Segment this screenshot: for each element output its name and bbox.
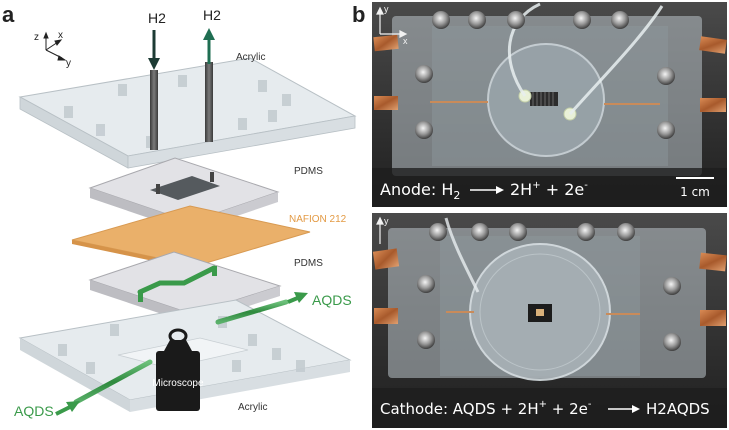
aqds-outlet-arrow	[287, 292, 308, 304]
acrylic-top-label: Acrylic	[236, 52, 265, 63]
panel-a-letter: a	[2, 2, 15, 27]
cathode-reaction-arrow	[608, 405, 640, 413]
h2-out-label: H2	[203, 7, 221, 23]
panel-b-letter: b	[352, 2, 365, 27]
anode-photo: y x Anode: H2 2H+ + 2e- 1 cm	[372, 2, 727, 207]
axis-z-label: z	[34, 32, 39, 43]
microscope-label: Microscope	[152, 378, 204, 389]
axis-y-label: y	[66, 58, 71, 69]
anode-equation: Anode: H2	[380, 180, 460, 202]
panel-a: a z x y	[2, 2, 357, 419]
axis-x-label: x	[58, 30, 63, 41]
pdms-bottom-label: PDMS	[294, 258, 323, 269]
pdms-top-label: PDMS	[294, 166, 323, 177]
aqds-inlet-arrow	[55, 401, 80, 416]
aqds-outlet-label: AQDS	[312, 292, 352, 308]
anode-reaction-arrow	[470, 186, 504, 194]
panel-b: b	[352, 2, 727, 428]
anode-photo-axis-x: x	[403, 36, 408, 46]
h2-inlet-stem	[148, 30, 160, 150]
acrylic-top-layer	[18, 57, 357, 169]
scale-bar-label: 1 cm	[680, 185, 710, 199]
anode-products: 2H+ + 2e-	[510, 180, 588, 199]
axes-triad	[43, 31, 67, 61]
h2-in-label: H2	[148, 10, 166, 26]
cathode-product: H2AQDS	[646, 400, 710, 418]
nafion-label: NAFION 212	[289, 214, 347, 225]
cathode-equation: Cathode: AQDS + 2H+ + 2e-	[380, 399, 592, 418]
aqds-inlet-label: AQDS	[14, 403, 54, 419]
microscope-icon	[156, 328, 200, 411]
anode-photo-axis-y: y	[384, 4, 389, 14]
cathode-photo: y Cathode: AQDS + 2H+ + 2e- H2AQDS	[372, 213, 727, 428]
h2-outlet-stem	[203, 28, 215, 142]
cathode-photo-axis-y: y	[384, 216, 389, 226]
acrylic-bottom-label: Acrylic	[238, 402, 267, 413]
